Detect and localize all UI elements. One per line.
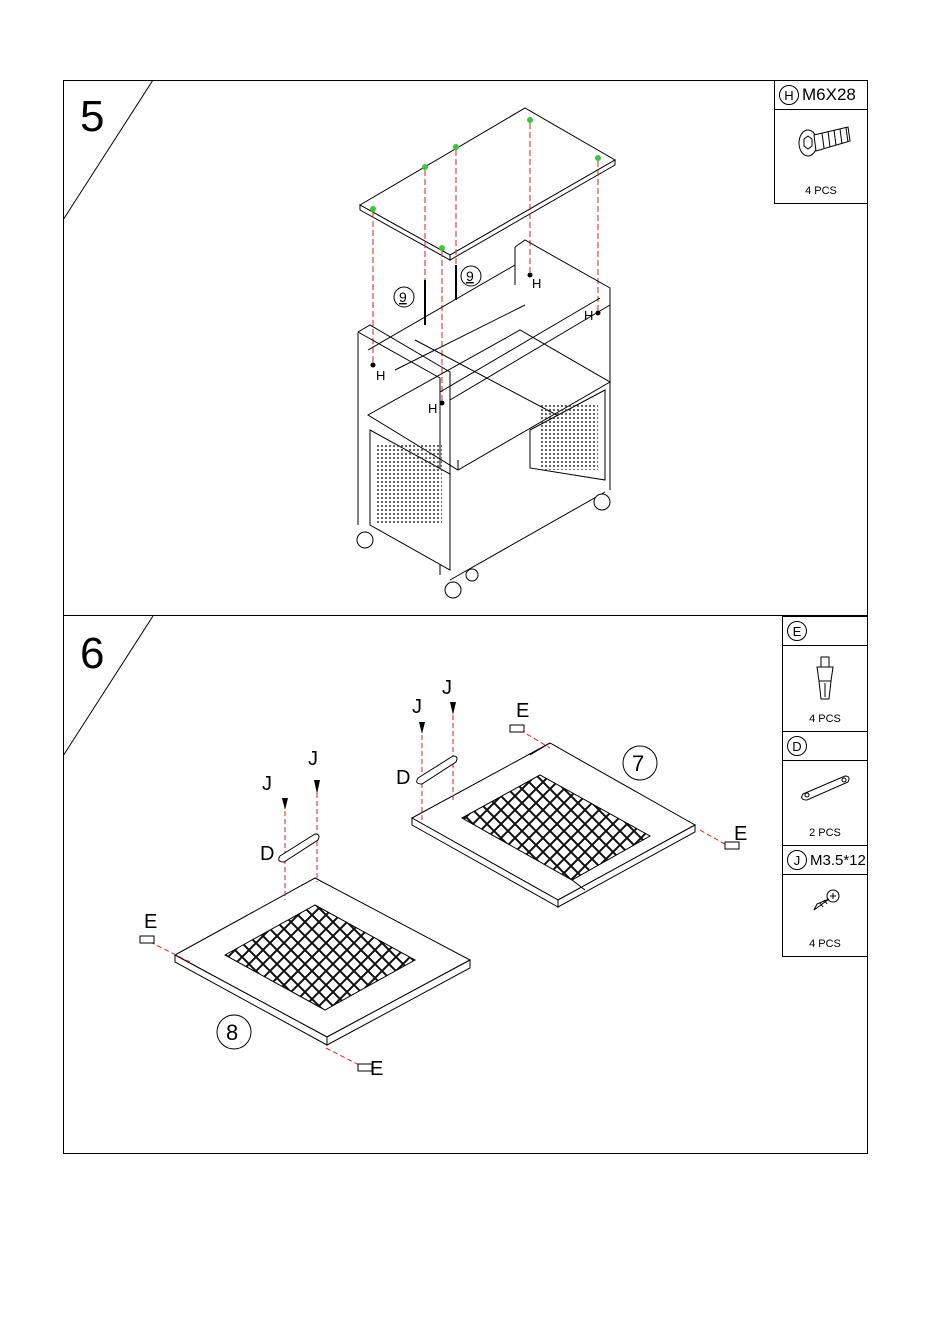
label-panel-7: 7	[632, 751, 644, 776]
step-5-cart-drawing: H H H H 9 9	[340, 100, 630, 605]
part-h-spec: M6X28	[802, 85, 856, 105]
label-h-4: H	[584, 308, 593, 323]
part-d-qty: 2 PCS	[783, 827, 867, 839]
part-e-header: E	[783, 617, 867, 646]
dowel-pin-icon	[783, 651, 867, 711]
label-e-3: E	[516, 700, 529, 722]
part-j-qty: 4 PCS	[783, 938, 867, 950]
part-e-code: E	[787, 621, 807, 641]
label-d-1: D	[260, 843, 274, 865]
label-part-9-a: 9	[399, 289, 407, 305]
part-d-header: D	[783, 732, 867, 761]
step-5-corner-slash	[63, 80, 158, 225]
bolt-icon	[775, 115, 867, 170]
step-divider	[63, 615, 868, 616]
part-box-d: D 2 PCS	[782, 731, 868, 846]
part-box-e: E 4 PCS	[782, 616, 868, 732]
label-j-2: J	[308, 748, 318, 770]
part-h-code: H	[779, 85, 799, 105]
part-d-code: D	[787, 736, 807, 756]
part-j-code: J	[787, 850, 807, 870]
label-h-3: H	[532, 276, 541, 291]
step-6-door-panels-drawing: 7 8 J J J J D D E E E E	[130, 670, 750, 1090]
part-box-h: H M6X28 4 PCS	[774, 80, 868, 204]
label-e-4: E	[734, 823, 747, 845]
label-j-3: J	[412, 696, 422, 718]
label-j-4: J	[442, 677, 452, 699]
part-h-header: H M6X28	[775, 81, 867, 110]
screw-icon	[783, 880, 867, 925]
label-h-2: H	[428, 401, 437, 416]
label-h-1: H	[376, 368, 385, 383]
label-part-9-b: 9	[466, 268, 474, 284]
part-e-qty: 4 PCS	[783, 713, 867, 725]
part-box-j: J M3.5*12 4 PCS	[782, 845, 868, 957]
label-e-2: E	[370, 1058, 383, 1080]
part-j-header: J M3.5*12	[783, 846, 867, 875]
connector-plate-icon	[783, 766, 867, 811]
part-h-qty: 4 PCS	[775, 185, 867, 197]
label-d-2: D	[396, 767, 410, 789]
label-panel-8: 8	[226, 1020, 238, 1045]
panel-8	[175, 878, 470, 1045]
part-j-spec: M3.5*12	[810, 852, 866, 869]
label-j-1: J	[262, 773, 272, 795]
label-e-1: E	[144, 911, 157, 933]
